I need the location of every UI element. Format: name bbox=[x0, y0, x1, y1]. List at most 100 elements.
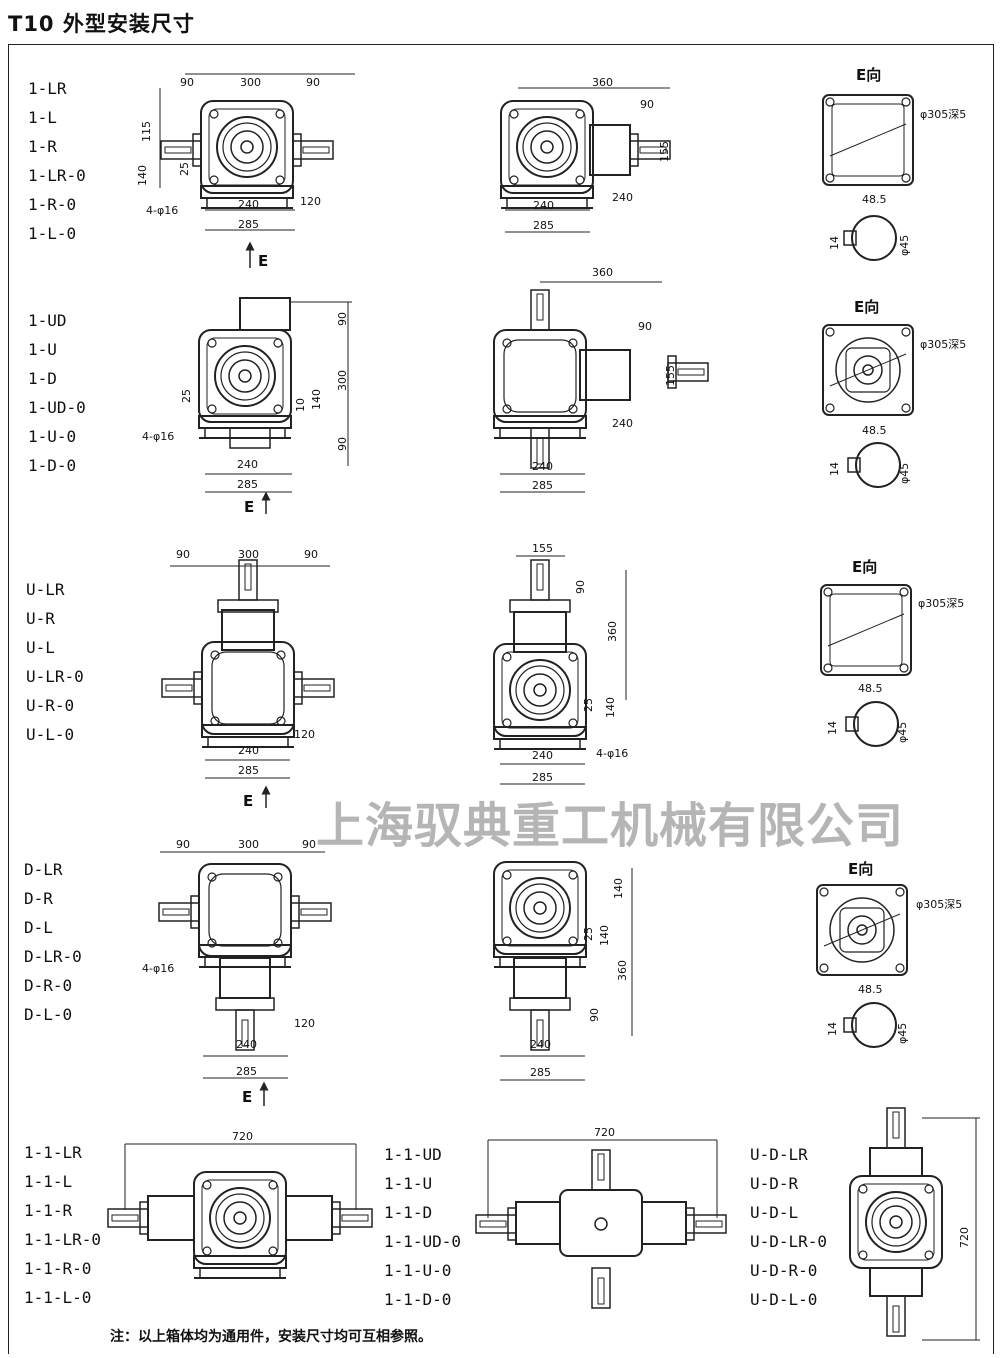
model-code: U-R bbox=[26, 609, 55, 628]
model-code: 1-D bbox=[28, 369, 57, 388]
model-code: D-R bbox=[24, 889, 53, 908]
shaft-dia-label: φ45 bbox=[898, 235, 911, 256]
dim-300: 300 bbox=[240, 76, 261, 89]
dim-25: 25 bbox=[180, 389, 193, 403]
model-code: U-D-L bbox=[750, 1203, 799, 1222]
model-code: D-L bbox=[24, 918, 53, 937]
model-code: U-D-LR-0 bbox=[750, 1232, 828, 1251]
model-code: 1-1-UD-0 bbox=[384, 1232, 462, 1251]
drawing-d-lr-side bbox=[493, 861, 633, 1081]
model-code: 1-1-R-0 bbox=[24, 1259, 92, 1278]
dim-90: 90 bbox=[640, 98, 654, 111]
model-list-7: U-D-LR U-D-R U-D-L U-D-LR-0 U-D-R-0 U-D-… bbox=[750, 1140, 827, 1314]
e-arrow-label: E bbox=[244, 498, 254, 516]
e-view-title: E向 bbox=[854, 298, 879, 316]
dim-285-side: 285 bbox=[533, 219, 554, 232]
drawing-u-lr-front bbox=[161, 559, 335, 779]
e-view-title: E向 bbox=[856, 66, 881, 84]
key-height-label: 48.5 bbox=[862, 424, 887, 437]
model-code: 1-1-LR-0 bbox=[24, 1230, 102, 1249]
dim-285: 285 bbox=[237, 478, 258, 491]
dim-240: 240 bbox=[237, 458, 258, 471]
dim-25: 25 bbox=[582, 927, 595, 941]
model-list-5: 1-1-LR 1-1-L 1-1-R 1-1-LR-0 1-1-R-0 1-1-… bbox=[24, 1138, 101, 1312]
shaft-keyway-section bbox=[843, 215, 897, 261]
flange-bore-label: φ305深5 bbox=[916, 898, 962, 911]
model-code: 1-U-0 bbox=[28, 427, 77, 446]
dim-25: 25 bbox=[582, 698, 595, 712]
page-title: T10 外型安装尺寸 bbox=[8, 12, 195, 36]
key-width-label: 14 bbox=[828, 462, 841, 476]
dim-300: 300 bbox=[238, 838, 259, 851]
dim-285: 285 bbox=[236, 1065, 257, 1078]
dim-90: 90 bbox=[638, 320, 652, 333]
model-list-2: 1-UD 1-U 1-D 1-UD-0 1-U-0 1-D-0 bbox=[28, 306, 86, 480]
dim-10: 10 bbox=[294, 398, 307, 412]
dim-285: 285 bbox=[238, 764, 259, 777]
dim-155: 155 bbox=[532, 542, 553, 555]
dim-285-side: 285 bbox=[532, 479, 553, 492]
model-code: D-LR-0 bbox=[24, 947, 82, 966]
e-view-title: E向 bbox=[852, 558, 877, 576]
shaft-keyway-section bbox=[847, 442, 901, 488]
dim-25: 25 bbox=[178, 162, 191, 176]
e-arrow-label: E bbox=[242, 1088, 252, 1106]
model-code: U-LR bbox=[26, 580, 65, 599]
shaft-dia-label: φ45 bbox=[896, 1023, 909, 1044]
dim-240-right: 240 bbox=[612, 191, 633, 204]
dim-90: 90 bbox=[588, 1008, 601, 1022]
flange-bore-label: φ305深5 bbox=[920, 108, 966, 121]
dim-90-right: 90 bbox=[302, 838, 316, 851]
model-code: U-D-R-0 bbox=[750, 1261, 818, 1280]
model-code: 1-1-D-0 bbox=[384, 1290, 452, 1309]
dim-240: 240 bbox=[238, 198, 259, 211]
dim-120: 120 bbox=[294, 728, 315, 741]
model-list-4: D-LR D-R D-L D-LR-0 D-R-0 D-L-0 bbox=[24, 855, 82, 1029]
model-code: 1-LR bbox=[28, 79, 67, 98]
model-code: 1-R-0 bbox=[28, 195, 77, 214]
dim-90-top: 90 bbox=[336, 312, 349, 326]
model-code: U-R-0 bbox=[26, 696, 75, 715]
shaft-dia-label: φ45 bbox=[898, 463, 911, 484]
dim-120: 120 bbox=[294, 1017, 315, 1030]
e-view-flange bbox=[816, 884, 908, 976]
e-arrow-label: E bbox=[243, 792, 253, 810]
drawing-1-ud-side bbox=[493, 281, 709, 493]
e-view-flange bbox=[822, 324, 914, 416]
holes-label: 4-φ16 bbox=[142, 962, 174, 975]
model-code: 1-1-R bbox=[24, 1201, 73, 1220]
dim-90-left: 90 bbox=[180, 76, 194, 89]
dim-90-left: 90 bbox=[176, 548, 190, 561]
model-code: 1-1-L bbox=[24, 1172, 73, 1191]
key-height-label: 48.5 bbox=[858, 682, 883, 695]
model-code: 1-D-0 bbox=[28, 456, 77, 475]
dim-120: 120 bbox=[300, 195, 321, 208]
shaft-keyway-section bbox=[845, 701, 899, 747]
model-code: D-L-0 bbox=[24, 1005, 73, 1024]
model-list-1: 1-LR 1-L 1-R 1-LR-0 1-R-0 1-L-0 bbox=[28, 74, 86, 248]
shaft-dia-label: φ45 bbox=[896, 722, 909, 743]
drawing-1-ud-front bbox=[198, 297, 352, 493]
dim-90: 90 bbox=[574, 580, 587, 594]
dim-720: 720 bbox=[958, 1227, 971, 1248]
shaft-keyway-section bbox=[843, 1002, 897, 1048]
dim-300: 300 bbox=[238, 548, 259, 561]
e-view-title: E向 bbox=[848, 860, 873, 878]
holes-label: 4-φ16 bbox=[142, 430, 174, 443]
drawing-d-lr-front bbox=[158, 851, 332, 1079]
model-code: 1-1-D bbox=[384, 1203, 433, 1222]
dim-90-left: 90 bbox=[176, 838, 190, 851]
drawing-u-d-lr bbox=[849, 1107, 980, 1341]
drawing-1-1-lr bbox=[107, 1143, 373, 1279]
dim-285-side: 285 bbox=[532, 771, 553, 784]
model-code: 1-UD bbox=[28, 311, 67, 330]
model-code: 1-UD-0 bbox=[28, 398, 86, 417]
drawing-frame bbox=[8, 44, 994, 1354]
model-code: 1-1-UD bbox=[384, 1145, 442, 1164]
footnote: 注：以上箱体均为通用件，安装尺寸均可互相参照。 bbox=[110, 1329, 432, 1345]
dim-140-top: 140 bbox=[612, 878, 625, 899]
e-view-flange bbox=[822, 94, 914, 186]
drawing-1-1-ud bbox=[475, 1139, 727, 1309]
model-code: D-R-0 bbox=[24, 976, 73, 995]
model-code: 1-1-U-0 bbox=[384, 1261, 452, 1280]
